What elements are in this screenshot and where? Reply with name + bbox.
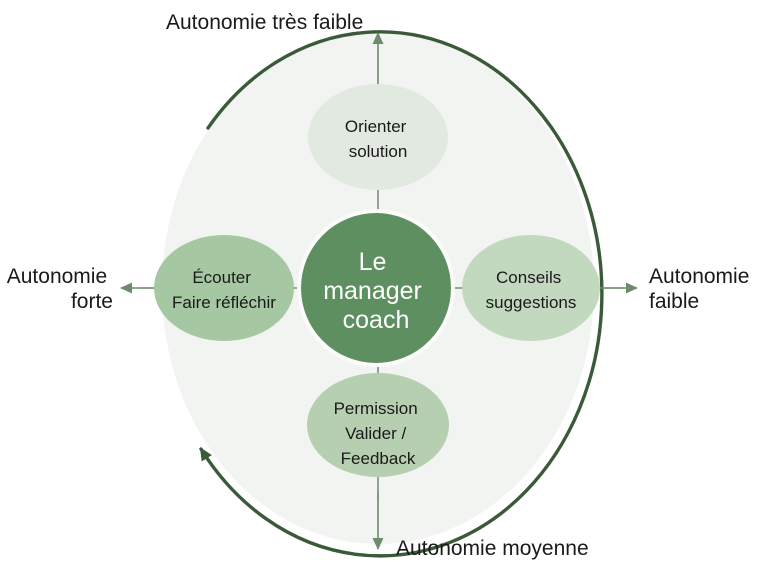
center-shape — [301, 213, 451, 363]
center-label: Le manager coach — [323, 248, 429, 334]
node-right-label: Conseils suggestions — [486, 268, 577, 312]
axis-label-autonomie-tres-faible: Autonomie très faible — [166, 11, 363, 34]
node-top-shape — [308, 84, 448, 190]
node-orienter-solution[interactable]: Orienter solution — [308, 84, 448, 190]
node-left-label: Écouter Faire réfléchir — [172, 268, 276, 312]
node-top-label: Orienter solution — [345, 117, 411, 161]
node-left-shape — [154, 235, 294, 341]
node-right-shape — [462, 235, 600, 341]
axis-label-autonomie-moyenne: Autonomie moyenne — [396, 537, 589, 560]
axis-label-autonomie-forte: Autonomie forte — [7, 265, 113, 313]
node-bottom-label: Permission Valider / Feedback — [334, 399, 423, 468]
node-conseils-suggestions[interactable]: Conseils suggestions — [462, 235, 600, 341]
node-bottom-shape — [307, 373, 449, 477]
cycle-arc — [199, 30, 604, 558]
center-node-manager-coach[interactable]: Le manager coach — [297, 209, 455, 367]
node-permission-valider-feedback[interactable]: Permission Valider / Feedback — [307, 373, 449, 477]
axis-label-autonomie-faible: Autonomie faible — [649, 265, 755, 313]
node-ecouter-faire-reflechir[interactable]: Écouter Faire réfléchir — [154, 235, 294, 341]
